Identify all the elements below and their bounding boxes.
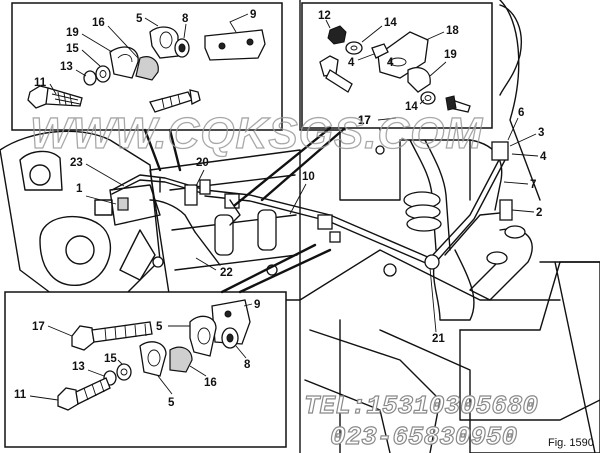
clamp-5-bottom-lower (139, 341, 167, 377)
callout-17-main: 17 (358, 115, 371, 127)
callout-9-top: 9 (250, 9, 256, 21)
bolt-11-bottom (57, 377, 111, 411)
watermark-phone2: 023-65830950 (330, 422, 517, 452)
bolt-17-bottom (71, 321, 153, 351)
callout-9-bottom: 9 (254, 299, 260, 311)
washer-14-top (345, 41, 363, 55)
callout-11-bottom: 11 (14, 389, 27, 401)
washer-15-top (95, 65, 111, 83)
callout-16-top: 16 (92, 17, 105, 29)
callout-4-top: 4 (348, 57, 355, 69)
callout-23: 23 (70, 157, 83, 169)
callout-1: 1 (76, 183, 83, 195)
callout-14-upper: 14 (384, 17, 397, 29)
callout-19-top: 19 (66, 27, 79, 39)
callout-5-bottom-lower: 5 (168, 397, 175, 409)
nut-12 (327, 25, 347, 45)
callout-8-top: 8 (182, 13, 189, 25)
clamp-19-right (407, 67, 431, 93)
callout-10: 10 (302, 171, 315, 183)
main-callouts: 6 3 4 7 17 2 23 20 10 1 22 21 (70, 107, 547, 345)
fuel-line-assembly (111, 141, 513, 270)
bolt-17-top (319, 55, 339, 77)
figure-number: Fig. 1590 (548, 437, 594, 449)
sleeve-16-top (135, 56, 159, 81)
callout-4-right: 4 (387, 57, 394, 69)
callout-5-bottom-upper: 5 (156, 321, 163, 333)
callout-17-bottom: 17 (32, 321, 45, 333)
clamp-5-bottom-upper (189, 315, 217, 357)
callout-5-top: 5 (136, 13, 143, 25)
callout-19-right: 19 (444, 49, 457, 61)
washer-13-top (83, 70, 97, 86)
callout-12: 12 (318, 10, 331, 22)
callout-18: 18 (446, 25, 459, 37)
bracket-18 (377, 31, 429, 79)
callout-4-main: 4 (540, 151, 547, 163)
washer-4-top (371, 43, 389, 59)
callout-7: 7 (530, 179, 536, 191)
callout-15-top: 15 (66, 43, 79, 55)
callout-13-bottom: 13 (72, 361, 85, 373)
inset-bottom-left: 9 17 5 8 13 15 5 16 11 (4, 243, 332, 448)
callout-20: 20 (196, 157, 209, 169)
fitting-20 (184, 184, 198, 206)
bolt-11-top (27, 85, 83, 109)
callout-11-top: 11 (34, 77, 47, 89)
callout-14-lower: 14 (405, 101, 418, 113)
inset-top-right: 12 14 18 19 14 4 17 4 (233, 2, 493, 207)
callout-16-bottom: 16 (204, 377, 217, 389)
callout-6: 6 (518, 107, 524, 119)
callout-17-right: 17 (358, 115, 371, 127)
bracket-9-top (204, 29, 266, 61)
callout-3: 3 (538, 127, 544, 139)
callout-8-bottom: 8 (244, 359, 251, 371)
watermark-site: WWW.CQKSGS.COM (30, 109, 483, 158)
watermark-phone: TEL:15310305680 (304, 391, 538, 421)
callout-22: 22 (220, 267, 233, 279)
callout-2: 2 (536, 207, 542, 219)
callout-13-top: 13 (60, 61, 73, 73)
callout-15-bottom: 15 (104, 353, 117, 365)
washer-15-bottom (116, 363, 132, 381)
sleeve-16-bottom (169, 346, 193, 373)
inset-top-left: 5 8 9 19 16 15 13 11 (11, 2, 283, 172)
clamp-19-top (109, 46, 139, 79)
callout-21: 21 (432, 333, 445, 345)
